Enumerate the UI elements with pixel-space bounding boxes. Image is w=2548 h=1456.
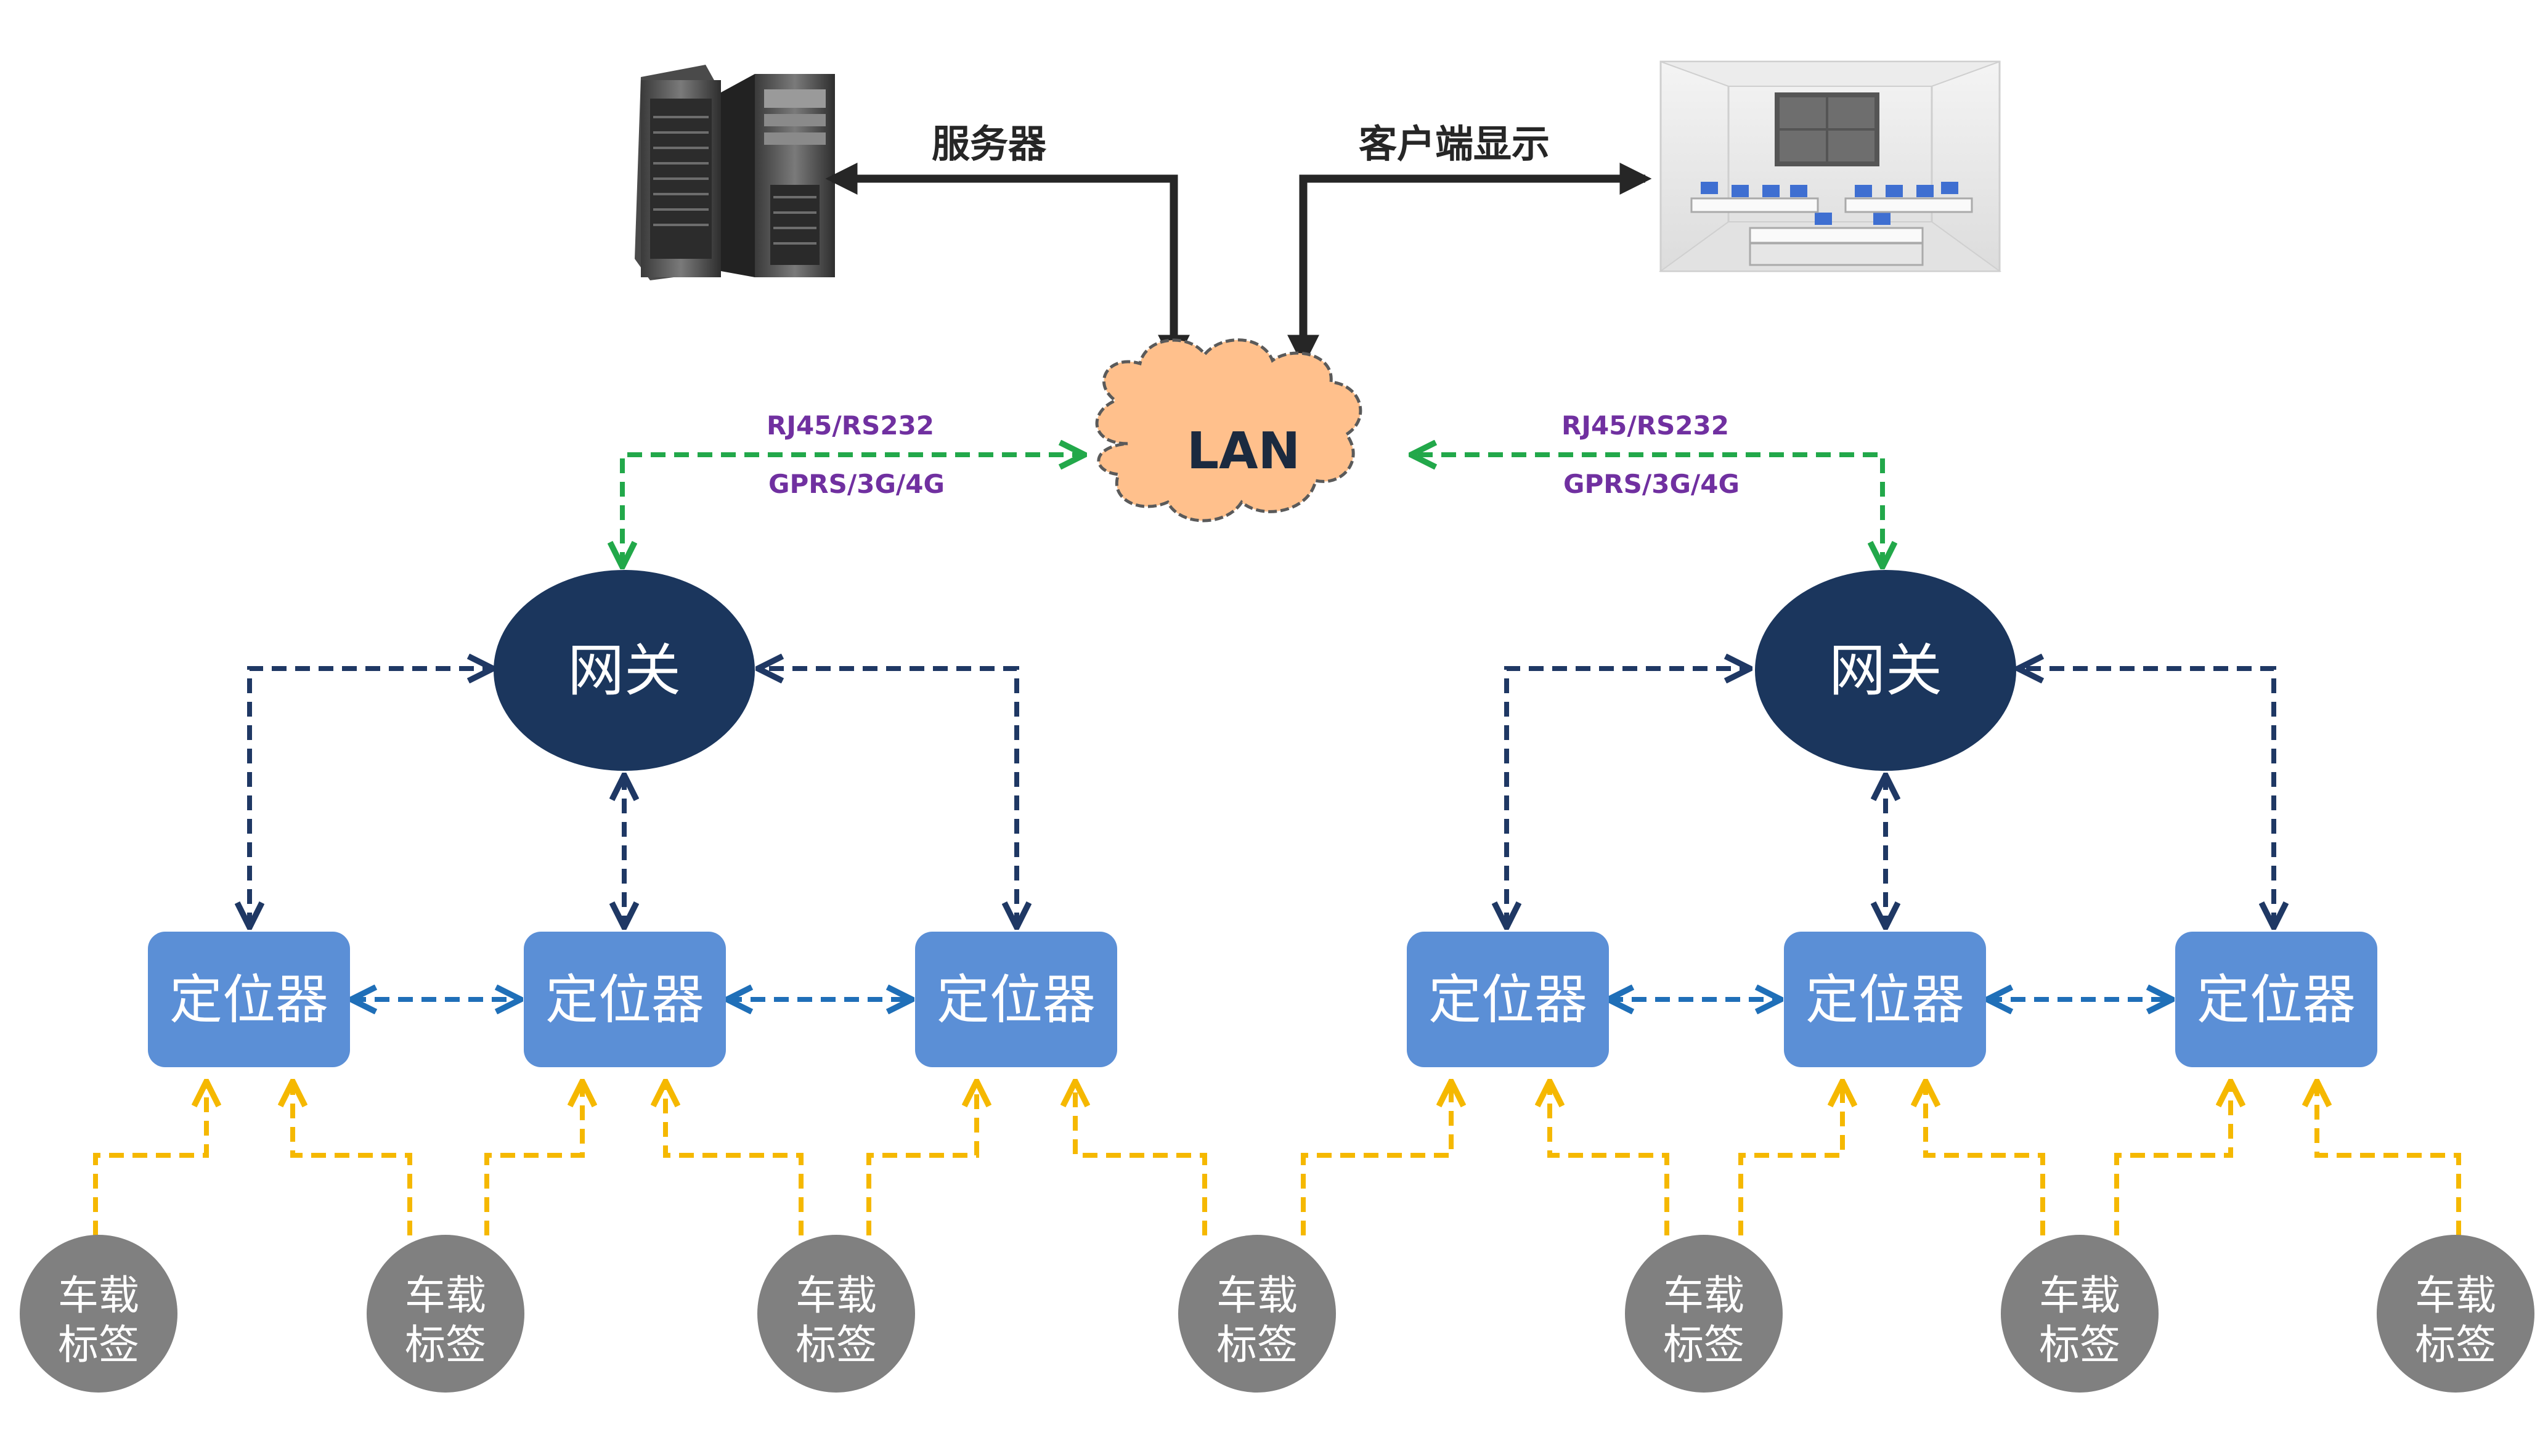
tag-link [293, 1081, 412, 1235]
tag-label-line1: 车载 [405, 1272, 486, 1319]
locator-label: 定位器 [2197, 969, 2356, 1031]
gateway-node: 网关 [1755, 570, 2016, 771]
locator-node: 定位器 [915, 932, 1117, 1067]
lan-label: LAN [1187, 422, 1300, 481]
vehicle-tag-node: 车载 标签 [367, 1235, 524, 1393]
locator-label: 定位器 [1428, 969, 1587, 1031]
locator-label: 定位器 [1805, 969, 1964, 1031]
tag-label-line1: 车载 [1216, 1272, 1298, 1319]
tag-link [1926, 1081, 2045, 1235]
gateway-link [2018, 669, 2274, 927]
locator-node: 定位器 [524, 932, 726, 1067]
tag-label-line1: 车载 [796, 1272, 877, 1319]
tag-label-line1: 车载 [2039, 1272, 2120, 1319]
tag-link [665, 1081, 804, 1235]
tag-label-line1: 车载 [58, 1272, 139, 1319]
client-label: 客户端显示 [1359, 121, 1550, 166]
lan-to-server-arrow [825, 163, 1178, 360]
lan-link-left [622, 455, 1085, 567]
tag-label-line2: 标签 [405, 1321, 486, 1369]
tag-link [2114, 1081, 2231, 1235]
locator-label: 定位器 [169, 969, 328, 1031]
tag-label-line2: 标签 [58, 1321, 139, 1369]
vehicle-tag-node: 车载 标签 [757, 1235, 915, 1393]
gateway-link [1507, 669, 1750, 927]
locator-node: 定位器 [1784, 932, 1986, 1067]
tag-link [866, 1081, 977, 1235]
gateway-link [250, 669, 493, 927]
link-right-line1: RJ45/RS232 [1561, 410, 1729, 441]
tag-link [93, 1081, 206, 1235]
gateway-label: 网关 [1829, 638, 1942, 704]
gateway-link [758, 669, 1017, 927]
tag-link [1075, 1081, 1207, 1235]
vehicle-tag-node: 车载 标签 [2377, 1235, 2534, 1393]
tag-label-line1: 车载 [1663, 1272, 1744, 1319]
lan-to-client-arrow [1299, 163, 1652, 360]
tag-label-line2: 标签 [1216, 1321, 1298, 1369]
locator-label: 定位器 [545, 969, 704, 1031]
tag-link [484, 1081, 582, 1235]
locator-node: 定位器 [2175, 932, 2377, 1067]
tag-link [1550, 1081, 1669, 1235]
link-left-line1: RJ45/RS232 [767, 410, 934, 441]
locator-label: 定位器 [937, 969, 1096, 1031]
vehicle-tag-node: 车载 标签 [20, 1235, 177, 1393]
tag-label-line2: 标签 [796, 1321, 877, 1369]
tag-label-line2: 标签 [2039, 1321, 2120, 1369]
link-left-line2: GPRS/3G/4G [768, 469, 945, 499]
tag-label-line2: 标签 [2415, 1321, 2496, 1369]
server-label: 服务器 [932, 121, 1047, 166]
tag-link [1301, 1081, 1451, 1235]
vehicle-tag-node: 车载 标签 [1625, 1235, 1783, 1393]
gateway-label: 网关 [568, 638, 681, 704]
server-tower-icon [635, 65, 835, 280]
link-right-line2: GPRS/3G/4G [1563, 469, 1740, 499]
tag-label-line1: 车载 [2415, 1272, 2496, 1319]
vehicle-tag-node: 车载 标签 [2001, 1235, 2159, 1393]
locator-node: 定位器 [1407, 932, 1609, 1067]
lan-link-right [1411, 455, 1883, 567]
vehicle-tag-node: 车载 标签 [1178, 1235, 1336, 1393]
tag-label-line2: 标签 [1663, 1321, 1744, 1369]
locator-node: 定位器 [148, 932, 350, 1067]
tag-link [2317, 1081, 2461, 1235]
gateway-node: 网关 [494, 570, 755, 771]
tag-link [1738, 1081, 1842, 1235]
cloud-icon [1095, 338, 1362, 523]
control-room-icon [1658, 60, 2002, 272]
